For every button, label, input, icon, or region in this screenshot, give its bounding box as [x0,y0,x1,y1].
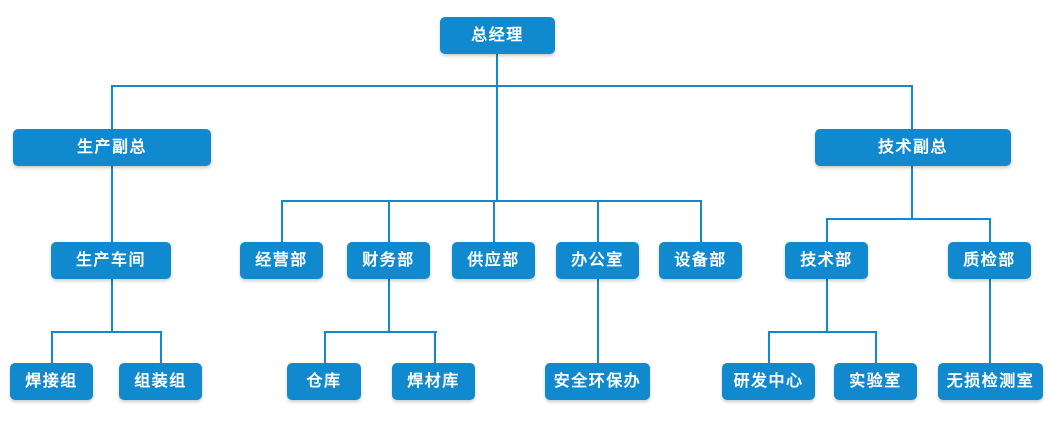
connector-c-mid-bus [281,200,701,202]
connector-c-vp-tech-stem [911,166,913,218]
connector-c-welding-drop [51,331,53,363]
org-node-safety[interactable]: 安全环保办 [545,363,650,400]
connector-c-finance-drop [388,200,390,242]
org-node-equipment[interactable]: 设备部 [659,242,742,279]
connector-c-workshop-bus [51,331,162,333]
connector-c-equip-drop [700,200,702,242]
org-node-warehouse[interactable]: 仓库 [287,363,361,400]
org-node-office[interactable]: 办公室 [556,242,639,279]
org-node-vp_tech[interactable]: 技术副总 [815,129,1011,166]
org-node-finance[interactable]: 财务部 [347,242,430,279]
org-node-welding[interactable]: 焊接组 [10,363,93,400]
connector-c-qcdept-drop [989,218,991,242]
connector-c-ndt-stem [989,279,991,363]
connector-c-tech-bus [826,218,990,220]
org-node-vp_prod[interactable]: 生产副总 [13,129,211,166]
connector-c-warehouse-drop [324,331,326,363]
connector-c-weldstore-drop [434,331,436,363]
connector-c-finance-stem [388,279,390,331]
connector-c-office-drop [597,200,599,242]
org-node-assembly[interactable]: 组装组 [119,363,202,400]
connector-c-workshop-stem [111,279,113,331]
org-node-workshop[interactable]: 生产车间 [51,242,171,279]
connector-c-techdept-stem [826,279,828,331]
org-node-rnd[interactable]: 研发中心 [722,363,815,400]
connector-c-vp-prod-stem [111,166,113,242]
connector-c-vp-prod-drop [111,85,113,129]
connector-c-lab-drop [875,331,877,363]
org-node-mgmt[interactable]: 经营部 [240,242,323,279]
org-node-gm[interactable]: 总经理 [440,17,555,54]
connector-c-supply-drop [493,200,495,242]
connector-c-techdept-drop [826,218,828,242]
connector-c-tech-sub-bus [768,331,875,333]
connector-c-gm-stem [496,54,498,200]
connector-c-assembly-drop [160,331,162,363]
connector-c-rnd-drop [768,331,770,363]
org-node-lab[interactable]: 实验室 [834,363,917,400]
org-node-weld_store[interactable]: 焊材库 [392,363,475,400]
org-node-tech_dept[interactable]: 技术部 [785,242,868,279]
org-node-ndt[interactable]: 无损检测室 [938,363,1043,400]
connector-c-mgmt-drop [281,200,283,242]
connector-c-office-stem [597,279,599,363]
connector-c-vp-tech-drop [911,85,913,129]
org-node-qc_dept[interactable]: 质检部 [948,242,1031,279]
org-node-supply[interactable]: 供应部 [452,242,535,279]
connector-c-finance-bus [324,331,437,333]
connector-c-l2-bus [111,85,913,87]
